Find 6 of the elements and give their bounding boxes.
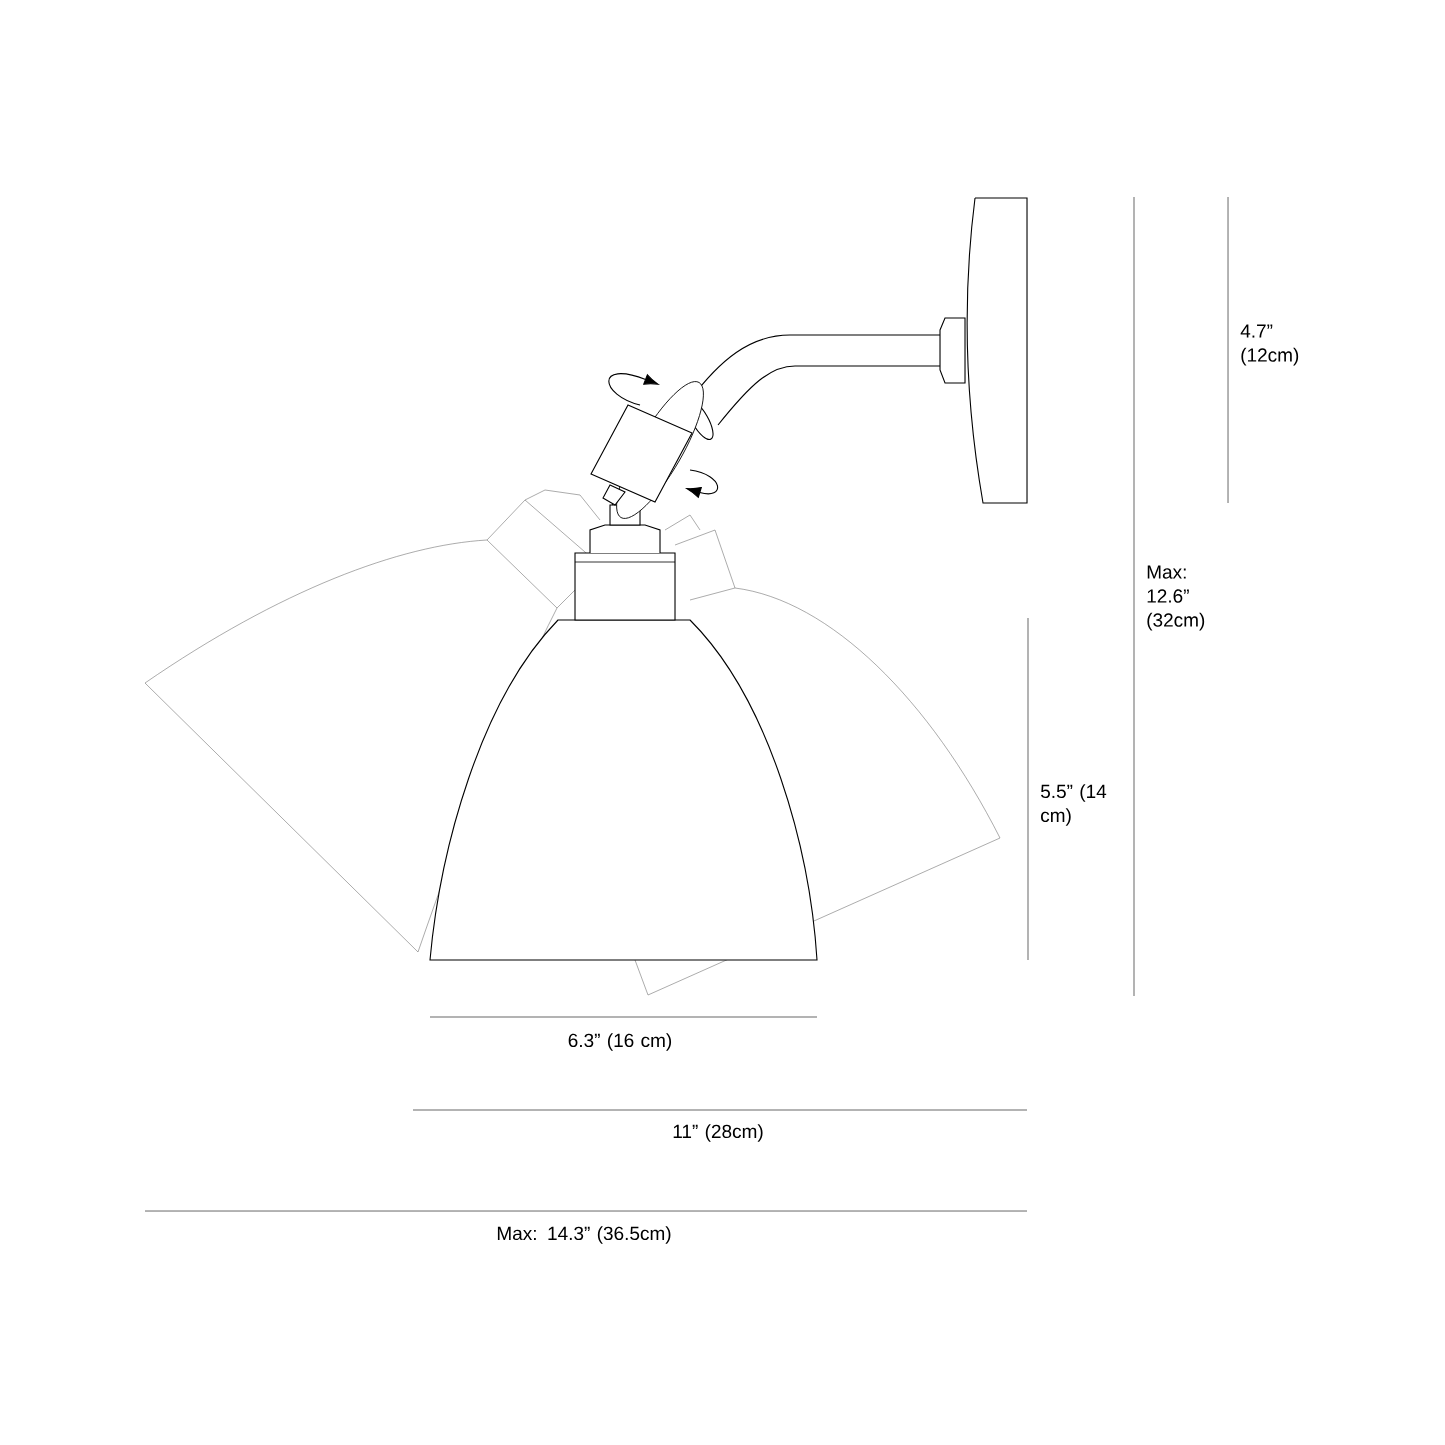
dimension-label: Max: 14.3” (36.5cm)	[497, 1226, 671, 1244]
dimension-label: 11” (28cm)	[673, 1124, 763, 1142]
dimension-label: Max: 12.6” (32cm)	[1147, 565, 1205, 631]
dimension-label: 4.7” (12cm)	[1240, 324, 1299, 366]
dimension-label: 5.5” (14 cm)	[1040, 784, 1107, 826]
dimension-label: 6.3” (16 cm)	[568, 1033, 672, 1051]
